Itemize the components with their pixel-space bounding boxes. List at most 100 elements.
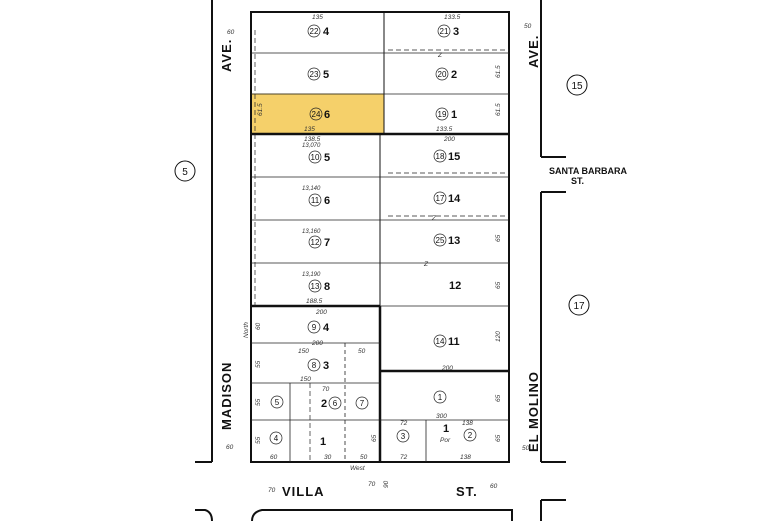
lot-number: 13 bbox=[448, 235, 460, 247]
parcel-22[interactable]: 22 4 bbox=[307, 24, 330, 38]
parcel-24[interactable]: 24 6 bbox=[309, 107, 330, 121]
dimension-label: 300 bbox=[436, 413, 447, 420]
lot-number: 3 bbox=[453, 26, 459, 38]
street-villa-st: ST. bbox=[456, 484, 478, 499]
dimension-label: 65 bbox=[495, 394, 502, 402]
parcel-number: 21 bbox=[440, 27, 449, 36]
parcel-number: 20 bbox=[438, 70, 447, 79]
street-lines bbox=[195, 0, 566, 521]
parcel-12[interactable]: 12 7 bbox=[308, 235, 330, 249]
lot-number: 2 bbox=[451, 69, 457, 81]
parcel-18[interactable]: 18 15 bbox=[433, 149, 460, 163]
parcel-number: 11 bbox=[311, 196, 320, 205]
parcel-23[interactable]: 23 5 bbox=[307, 67, 329, 81]
street-el-molino-ave: AVE. bbox=[526, 35, 541, 68]
parcel-25[interactable]: 25 13 bbox=[433, 233, 460, 247]
parcel-number: 24 bbox=[312, 110, 321, 119]
dimension-label: 70 bbox=[322, 386, 330, 393]
dimension-label: 135 bbox=[304, 126, 315, 133]
parcel-8[interactable]: 8 3 bbox=[307, 358, 329, 372]
dimension-label: 60 bbox=[255, 322, 262, 330]
parcel-13[interactable]: 13 8 bbox=[308, 279, 330, 293]
lot-number: 5 bbox=[324, 152, 330, 164]
parcel-number: 17 bbox=[436, 194, 445, 203]
dimension-labels: 135 133.5 135 133.5 138.5 200 188.5 200 … bbox=[226, 14, 532, 494]
street-santa-barbara: SANTA BARBARA bbox=[549, 166, 627, 176]
parcel-6[interactable]: 6 2 bbox=[321, 396, 342, 410]
parcel-11[interactable]: 11 6 bbox=[308, 193, 330, 207]
dimension-label: 72 bbox=[400, 420, 408, 427]
parcel-21[interactable]: 21 3 bbox=[437, 24, 459, 38]
lot-number: 4 bbox=[323, 322, 330, 334]
area-label: 13,070 bbox=[302, 143, 321, 149]
parcel-9[interactable]: 9 4 bbox=[307, 320, 330, 334]
lot-number: 15 bbox=[448, 151, 460, 163]
parcel-number: 13 bbox=[311, 282, 320, 291]
dimension-label: 60 bbox=[227, 29, 235, 36]
dimension-label: 65 bbox=[371, 434, 378, 442]
lot-number: 5 bbox=[323, 69, 329, 81]
lot-number: 6 bbox=[324, 109, 330, 121]
parcel-number: 7 bbox=[360, 399, 365, 408]
dimension-label: 200 bbox=[315, 309, 327, 316]
dimension-label: 135 bbox=[312, 14, 323, 21]
dimension-label: 138.5 bbox=[304, 136, 321, 143]
dimension-label: 72 bbox=[400, 454, 408, 461]
lot-number: 2 bbox=[321, 398, 327, 410]
dimension-label: 200 bbox=[311, 340, 323, 347]
parcel-2-east[interactable]: 2 1 bbox=[443, 423, 477, 442]
parcel-17[interactable]: 17 14 bbox=[433, 191, 461, 205]
dimension-label: 150 bbox=[300, 376, 311, 383]
highlighted-parcel[interactable] bbox=[250, 93, 385, 135]
dimension-label: 65 bbox=[495, 234, 502, 242]
street-madison: MADISON bbox=[219, 362, 234, 430]
area-label: 13,140 bbox=[302, 186, 321, 192]
parcel-number: 2 bbox=[468, 431, 473, 440]
z-marker: Z bbox=[437, 52, 443, 59]
parcel-14[interactable]: 14 11 bbox=[433, 334, 460, 348]
z-marker: Z bbox=[423, 261, 429, 268]
dimension-label: 188.5 bbox=[306, 298, 323, 305]
parcel-number: 5 bbox=[275, 398, 280, 407]
parcel-number: 1 bbox=[438, 393, 443, 402]
parcel-number: 14 bbox=[436, 337, 445, 346]
lot-number-12[interactable]: 12 bbox=[449, 280, 461, 292]
lot-number: 11 bbox=[448, 336, 460, 348]
dimension-label: 65 bbox=[495, 434, 502, 442]
parcel-number: 12 bbox=[311, 238, 320, 247]
block-number-17[interactable]: 17 bbox=[568, 294, 590, 316]
street-madison-ave: AVE. bbox=[219, 39, 234, 72]
parcel-3-east[interactable]: 3 bbox=[396, 429, 410, 443]
parcel-19[interactable]: 19 1 bbox=[435, 107, 457, 121]
lot-number: 1 bbox=[451, 109, 457, 121]
parcel-20[interactable]: 20 2 bbox=[435, 67, 457, 81]
street-el-molino: EL MOLINO bbox=[526, 371, 541, 452]
block-number-label: 17 bbox=[573, 301, 585, 312]
block-number-15[interactable]: 15 bbox=[566, 74, 588, 96]
lot-number: 14 bbox=[448, 193, 461, 205]
dimension-label: 70 bbox=[268, 487, 276, 494]
dimension-label: 61.5 bbox=[495, 65, 502, 78]
dimension-label: 61.5 bbox=[495, 103, 502, 116]
block-number-5[interactable]: 5 bbox=[174, 160, 196, 182]
parcel-4[interactable]: 4 bbox=[269, 431, 283, 445]
parcel-number: 25 bbox=[436, 236, 445, 245]
parcel-1-east[interactable]: 1 bbox=[433, 390, 447, 404]
dimension-label: 55 bbox=[255, 436, 262, 444]
dimension-label: 50 bbox=[524, 23, 532, 30]
area-label: 13,160 bbox=[302, 229, 321, 235]
parcel-7[interactable]: 7 bbox=[355, 396, 369, 410]
dimension-label: 55 bbox=[255, 360, 262, 368]
parcel-number: 10 bbox=[311, 153, 320, 162]
dimension-label: 61.5 bbox=[257, 103, 264, 116]
lot-number: 8 bbox=[324, 281, 330, 293]
dimension-label: 30 bbox=[324, 454, 332, 461]
parcel-number: 9 bbox=[312, 323, 317, 332]
parcel-5[interactable]: 5 bbox=[270, 395, 284, 409]
parcel-number: 8 bbox=[312, 361, 317, 370]
area-label: 13,190 bbox=[302, 272, 321, 278]
dimension-label: 150 bbox=[298, 348, 309, 355]
lot-number-1-west[interactable]: 1 bbox=[320, 436, 326, 448]
parcel-10[interactable]: 10 5 bbox=[308, 150, 330, 164]
